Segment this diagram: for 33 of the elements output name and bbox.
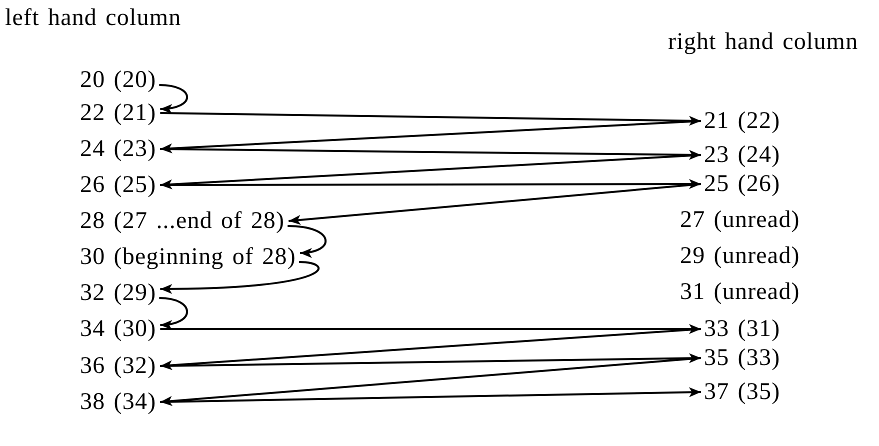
page-entry: 38 (34) bbox=[80, 389, 156, 415]
page-entry: 37 (35) bbox=[704, 379, 780, 405]
page-entry: 20 (20) bbox=[80, 67, 156, 93]
page-entry: 36 (32) bbox=[80, 353, 156, 379]
arrow bbox=[160, 120, 702, 154]
arrow bbox=[160, 387, 702, 403]
page-entry: 28 (27 ...end of 28) bbox=[80, 208, 285, 234]
column-heading: right hand column bbox=[668, 29, 858, 55]
page-entry: 27 (unread) bbox=[680, 207, 800, 233]
page-entry: 29 (unread) bbox=[680, 243, 800, 269]
page-entry: 21 (22) bbox=[704, 108, 780, 134]
page-entry: 22 (21) bbox=[80, 100, 156, 126]
arrow bbox=[288, 183, 702, 225]
page-entry: 32 (29) bbox=[80, 280, 156, 306]
page-entry: 33 (31) bbox=[704, 316, 780, 342]
arrow bbox=[160, 154, 702, 190]
page-entry: 30 (beginning of 28) bbox=[80, 244, 296, 270]
arrow bbox=[288, 225, 326, 258]
page-entry: 25 (26) bbox=[704, 171, 780, 197]
page-entry: 35 (33) bbox=[704, 345, 780, 371]
page-entry: 24 (23) bbox=[80, 136, 156, 162]
page-entry: 34 (30) bbox=[80, 316, 156, 342]
page-entry: 23 (24) bbox=[704, 142, 780, 168]
arrow bbox=[159, 84, 188, 114]
column-heading: left hand column bbox=[5, 5, 182, 31]
arrow bbox=[160, 179, 701, 190]
arrow bbox=[159, 297, 188, 330]
arrow bbox=[160, 324, 701, 334]
arrow bbox=[160, 261, 320, 294]
page-entry: 31 (unread) bbox=[680, 279, 800, 305]
page-entry: 26 (25) bbox=[80, 172, 156, 198]
arrow bbox=[160, 328, 702, 370]
arrow bbox=[160, 357, 702, 406]
